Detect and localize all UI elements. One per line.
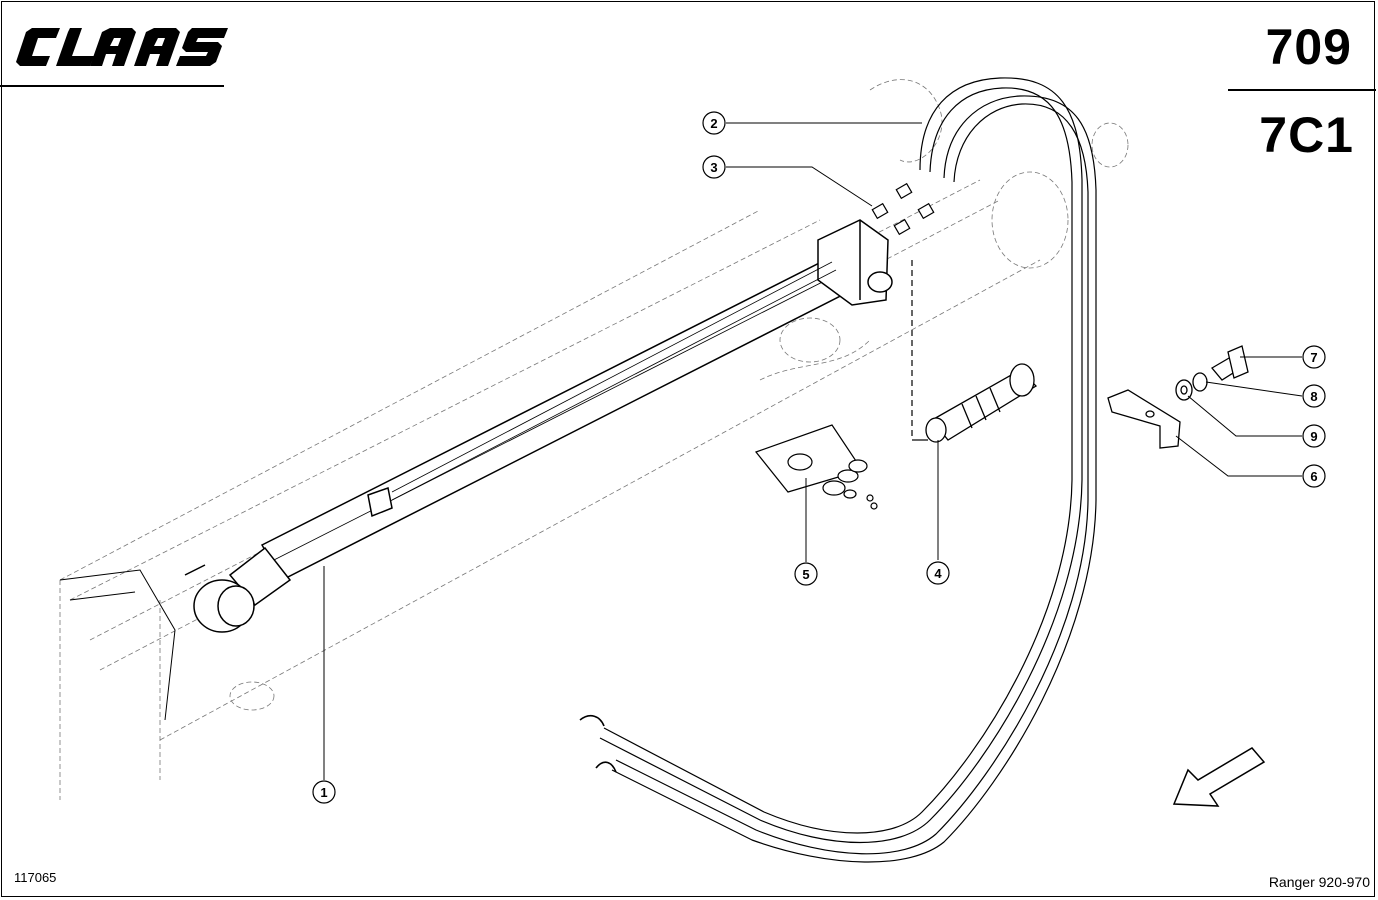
callout-1: 1 [312, 780, 336, 804]
callout-7: 7 [1302, 345, 1326, 369]
fittings [871, 182, 935, 441]
callout-9: 9 [1302, 424, 1326, 448]
svg-text:6: 6 [1310, 469, 1317, 484]
callout-markers: 1 2 3 4 5 6 7 8 9 [312, 111, 1326, 804]
svg-text:7: 7 [1310, 350, 1317, 365]
callout-6: 6 [1302, 464, 1326, 488]
hose-bracket [1107, 389, 1181, 449]
model-range: Ranger 920-970 [1268, 874, 1370, 890]
machine-frame-background [59, 79, 1129, 800]
svg-text:4: 4 [934, 566, 942, 581]
coupling-valve [925, 363, 1038, 443]
callout-8: 8 [1302, 384, 1326, 408]
svg-text:3: 3 [710, 160, 717, 175]
direction-arrow-icon [1172, 747, 1266, 807]
svg-text:8: 8 [1310, 389, 1317, 404]
svg-text:5: 5 [802, 567, 809, 582]
svg-text:9: 9 [1310, 429, 1317, 444]
bolt-and-washers [1175, 345, 1249, 401]
page-number-rule [1228, 89, 1376, 91]
callout-5: 5 [794, 562, 818, 586]
leader-lines [323, 122, 1303, 780]
svg-text:1: 1 [320, 785, 327, 800]
logo-rule [0, 85, 224, 87]
page-number: 709 [1265, 19, 1352, 75]
callout-2: 2 [702, 111, 726, 135]
callout-4: 4 [926, 561, 950, 585]
hydraulic-cylinder [184, 219, 893, 633]
claas-logo [16, 28, 228, 66]
hydraulic-hoses [579, 77, 1097, 863]
seal-kit [755, 424, 878, 510]
callout-3: 3 [702, 155, 726, 179]
svg-text:2: 2 [710, 116, 717, 131]
group-code: 7C1 [1259, 107, 1354, 163]
document-id: 117065 [14, 870, 57, 885]
